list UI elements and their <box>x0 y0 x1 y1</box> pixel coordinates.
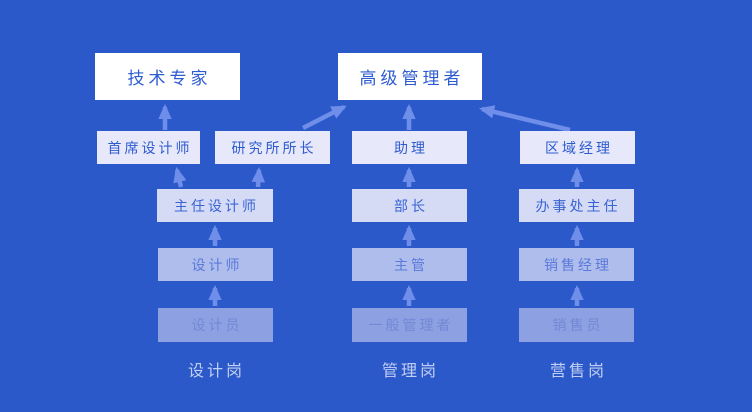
arrow-regional-manager-to-senior-manager <box>478 105 571 133</box>
node-minister: 部长 <box>352 189 467 222</box>
node-general-manager: 一般管理者 <box>352 308 467 342</box>
node-director-designer: 主任设计师 <box>157 189 273 222</box>
arrow-institute-director-to-senior-manager <box>301 104 347 131</box>
node-chief-designer: 首席设计师 <box>97 131 200 164</box>
column-label-management: 管理岗 <box>381 363 439 380</box>
node-tech-expert: 技术专家 <box>95 53 240 100</box>
column-label-design: 设计岗 <box>187 363 245 380</box>
node-supervisor: 主管 <box>352 248 467 281</box>
node-regional-manager: 区域经理 <box>520 131 635 164</box>
node-salesperson: 销售员 <box>519 308 634 342</box>
node-assistant: 助理 <box>352 131 467 164</box>
node-designer: 设计师 <box>158 248 273 281</box>
node-office-director: 办事处主任 <box>519 189 634 222</box>
arrow-director-designer-to-institute-director <box>251 166 266 188</box>
node-sales-manager: 销售经理 <box>519 248 634 281</box>
node-senior-manager: 高级管理者 <box>338 53 482 100</box>
arrow-director-designer-to-chief-designer <box>173 166 187 188</box>
node-draftsman: 设计员 <box>158 308 273 342</box>
node-institute-director: 研究所所长 <box>215 131 330 164</box>
column-label-sales: 营售岗 <box>549 363 607 380</box>
